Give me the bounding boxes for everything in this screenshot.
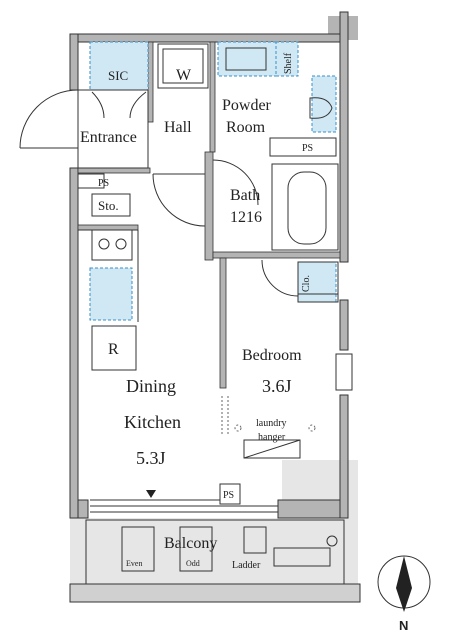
label-dining: Dining <box>126 376 176 396</box>
label-bedroom-size: 3.6J <box>262 376 292 396</box>
label-shelf: Shelf <box>283 52 294 74</box>
plan-lines <box>19 43 361 603</box>
label-even: Even <box>126 559 142 568</box>
label-kitchen: Kitchen <box>124 412 181 432</box>
label-dk-size: 5.3J <box>136 448 166 468</box>
interior-walls <box>77 41 341 389</box>
north-compass-icon: N <box>377 555 431 633</box>
entry-arrow-icon <box>146 490 156 498</box>
label-closet: Clo. <box>301 275 312 292</box>
label-laundry: laundry <box>256 418 287 429</box>
label-ps-upper: PS <box>302 143 313 154</box>
label-entrance: Entrance <box>80 129 137 146</box>
label-w: W <box>176 67 192 84</box>
label-bedroom: Bedroom <box>242 347 302 364</box>
label-sic: SIC <box>108 68 128 83</box>
label-ladder: Ladder <box>232 560 261 571</box>
label-odd: Odd <box>186 559 200 568</box>
svg-text:N: N <box>399 618 408 633</box>
label-ps-left: PS <box>98 178 109 189</box>
room-labels: SIC W Shelf Entrance Hall Powder Room PS… <box>80 52 313 571</box>
label-ps-lower: PS <box>223 490 234 501</box>
label-bath: Bath <box>230 187 260 204</box>
label-powder-room-1: Powder <box>222 97 272 114</box>
label-hall: Hall <box>164 119 192 136</box>
label-hanger: hanger <box>258 432 286 443</box>
label-powder-room-2: Room <box>226 119 266 136</box>
laundry-markers <box>221 396 316 436</box>
label-balcony: Balcony <box>164 535 217 552</box>
label-bath-size: 1216 <box>230 209 262 226</box>
label-refrigerator: R <box>108 341 119 358</box>
label-storage: Sto. <box>98 198 119 213</box>
outer-walls <box>69 11 349 519</box>
